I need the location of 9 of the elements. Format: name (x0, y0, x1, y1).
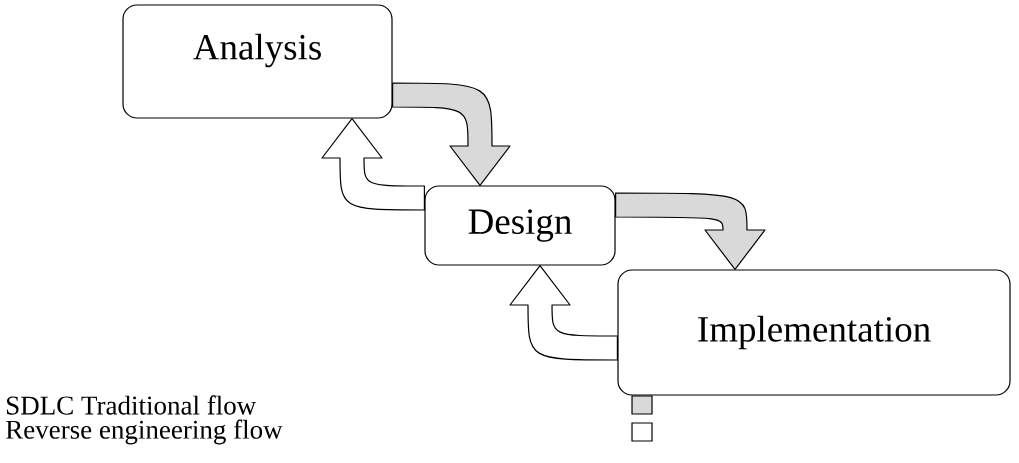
process-box: Design (424, 185, 616, 266)
arrow (392, 82, 511, 186)
process-box: Analysis (122, 4, 393, 119)
process-box: Implementation (617, 269, 1011, 396)
legend-text: SDLC Traditional flow (7, 395, 257, 415)
arrow (321, 118, 425, 211)
arrow (509, 265, 618, 361)
legend-text: Reverse engineering flow (6, 419, 283, 445)
arrow (615, 192, 766, 270)
